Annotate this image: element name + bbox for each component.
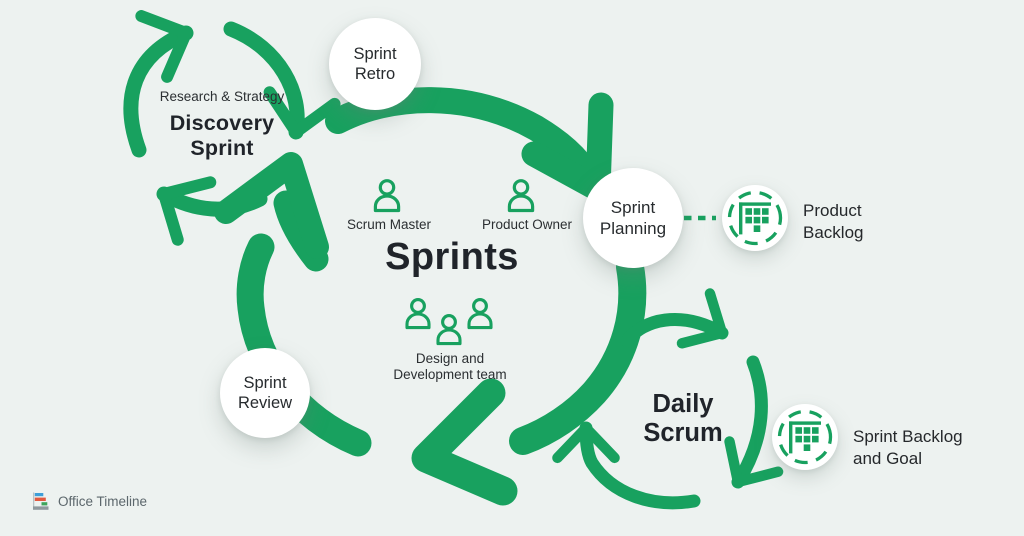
discovery-sprint-title: Discovery Sprint <box>169 111 275 160</box>
main-cycle-right-arrow-shaft <box>509 253 647 455</box>
dashed-ring <box>777 409 833 465</box>
sprint-backlog-label: Sprint Backlog and Goal <box>853 427 963 468</box>
sprint-review-badge: Sprint Review <box>220 348 310 438</box>
main-cycle-bottom-arrowhead <box>411 378 518 506</box>
sprint-retro-badge: Sprint Retro <box>329 18 421 110</box>
dashed-ring <box>727 190 783 246</box>
sprint-backlog-icon <box>772 404 838 470</box>
office-timeline-brand: Office Timeline <box>30 490 147 512</box>
main-cycle-left-arc <box>236 233 372 457</box>
scrum-master-person-icon <box>373 179 401 213</box>
daily-scrum-title: Daily Scrum <box>643 390 723 447</box>
product-backlog-label: Product Backlog <box>803 201 864 242</box>
junction-up-arrowhead <box>214 152 329 259</box>
product-owner-person-icon <box>507 179 535 213</box>
daily-scrum-bottom-arrow <box>552 421 701 510</box>
team-group-icon <box>405 298 493 351</box>
office-timeline-brand-text: Office Timeline <box>58 493 148 509</box>
team-label: Design and Development team <box>393 351 507 382</box>
sprint-retro-label: Sprint Retro <box>353 44 397 84</box>
daily-scrum-right-arrow <box>724 355 784 489</box>
product-owner-label: Product Owner <box>481 217 573 232</box>
sprint-review-label: Sprint Review <box>237 373 293 413</box>
product-backlog-icon <box>722 185 788 251</box>
team-person-right <box>467 298 493 330</box>
team-person-left <box>405 298 431 330</box>
discovery-cycle-left-arrow <box>123 10 194 158</box>
research-strategy-subtitle: Research & Strategy <box>159 89 285 104</box>
table-glyph <box>739 202 771 235</box>
office-timeline-logo-icon <box>33 492 49 510</box>
sprint-planning-badge: Sprint Planning <box>583 168 683 268</box>
table-glyph <box>789 421 821 454</box>
daily-scrum-top-arrow <box>620 288 729 349</box>
sprints-title: Sprints <box>385 236 519 278</box>
backlog-table-icon <box>727 190 783 246</box>
backlog-table-icon <box>777 409 833 465</box>
scrum-master-label: Scrum Master <box>346 217 432 232</box>
sprint-planning-label: Sprint Planning <box>599 197 667 239</box>
discovery-cycle-right-arrow <box>223 21 341 140</box>
